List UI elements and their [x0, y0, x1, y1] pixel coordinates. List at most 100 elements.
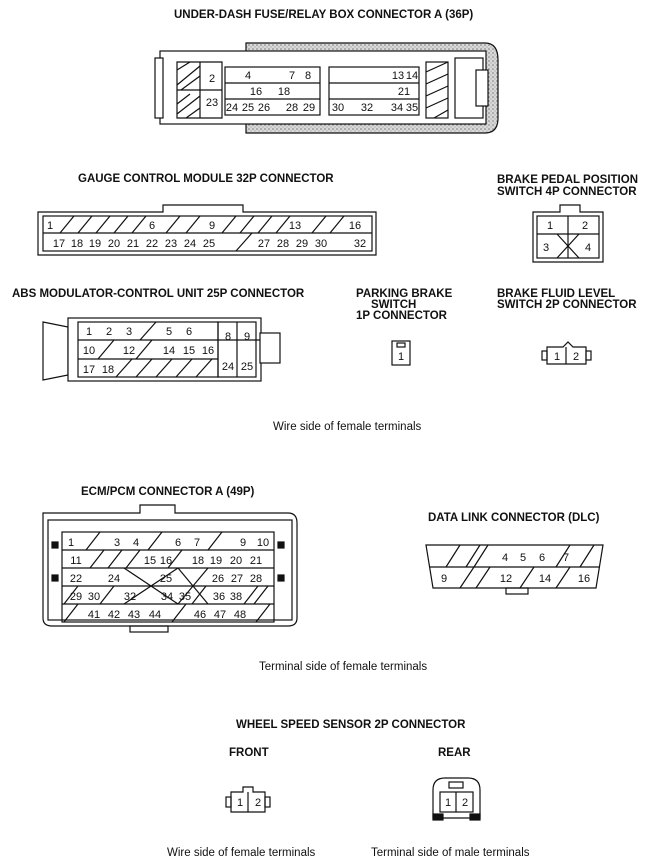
parking-title-3: 1P CONNECTOR [356, 310, 447, 322]
underdash-pin-34: 34 [391, 102, 403, 114]
brake-pedal-title-1: BRAKE PEDAL POSITION [497, 174, 638, 186]
brake-pedal-connector [532, 204, 604, 263]
abs-pin-8: 8 [225, 331, 231, 343]
gauge-pin-9: 9 [209, 220, 215, 232]
ecm-pin-25: 25 [160, 573, 172, 585]
gauge-pin-6: 6 [149, 220, 155, 232]
gauge-pin-30: 30 [315, 238, 327, 250]
underdash-pin-7: 7 [289, 70, 295, 82]
gauge-pin-29: 29 [296, 238, 308, 250]
ecm-pin-1: 1 [68, 537, 74, 549]
dlc-pin-16: 16 [578, 573, 590, 585]
ecm-pin-27: 27 [231, 573, 243, 585]
parking-title-1: PARKING BRAKE [356, 288, 453, 300]
terminal-side-note-1: Terminal side of female terminals [259, 661, 428, 673]
ecm-pin-16: 16 [160, 555, 172, 567]
wheel-front-connector [225, 786, 271, 813]
ecm-pin-18: 18 [192, 555, 204, 567]
abs-pin-2: 2 [106, 326, 112, 338]
dlc-pin-labels: 4 5 6 7 9 12 14 16 [441, 552, 590, 585]
front-label: FRONT [229, 747, 269, 759]
ecm-pin-20: 20 [230, 555, 242, 567]
dlc-connector [425, 544, 604, 595]
abs-pin-1: 1 [86, 326, 92, 338]
terminal-side-note-2: Terminal side of male terminals [371, 847, 530, 859]
wheel-rear-connector [432, 777, 481, 821]
dlc-pin-7: 7 [563, 552, 569, 564]
gauge-pin-28: 28 [277, 238, 289, 250]
underdash-pin-25: 25 [242, 102, 254, 114]
ecm-pin-42: 42 [108, 609, 120, 621]
ecm-pin-4: 4 [133, 537, 139, 549]
abs-pin-9: 9 [244, 331, 250, 343]
abs-title: ABS MODULATOR-CONTROL UNIT 25P CONNECTOR [12, 288, 305, 300]
dlc-pin-4: 4 [502, 552, 508, 564]
underdash-pin-2: 2 [209, 73, 215, 85]
underdash-pin-26: 26 [258, 102, 270, 114]
gauge-pin-18: 18 [71, 238, 83, 250]
ecm-pin-48: 48 [234, 609, 246, 621]
gauge-pin-23: 23 [165, 238, 177, 250]
brake-pedal-pin-labels: 1 2 3 4 [543, 220, 591, 254]
fluid-pin-labels: 1 2 [554, 351, 579, 363]
ecm-pin-30: 30 [88, 591, 100, 603]
ecm-pin-32: 32 [124, 591, 136, 603]
ecm-pin-10: 10 [257, 537, 269, 549]
abs-pin-6: 6 [186, 326, 192, 338]
underdash-pin-13: 13 [392, 70, 404, 82]
fluid-title-2: SWITCH 2P CONNECTOR [497, 299, 637, 311]
abs-pin-24: 24 [222, 361, 234, 373]
ecm-pin-7: 7 [194, 537, 200, 549]
brake_pedal-pin-1: 1 [547, 220, 553, 232]
abs-pin-15: 15 [183, 345, 195, 357]
gauge-pin-24: 24 [184, 238, 196, 250]
ecm-pin-labels: 1 3 4 6 7 9 10 11 15 16 18 19 20 21 22 2… [68, 537, 269, 621]
underdash-pin-14: 14 [406, 70, 418, 82]
abs-pin-3: 3 [126, 326, 132, 338]
ecm-pin-41: 41 [88, 609, 100, 621]
abs-pin-5: 5 [166, 326, 172, 338]
abs-pin-10: 10 [83, 345, 95, 357]
fluid-pin-1: 1 [554, 351, 560, 363]
fluid-connector [541, 341, 592, 365]
gauge-pin-labels: 1 6 9 13 16 17 18 19 20 21 22 23 24 25 2… [47, 220, 366, 250]
ecm-pin-19: 19 [210, 555, 222, 567]
dlc-pin-14: 14 [539, 573, 551, 585]
ecm-pin-46: 46 [194, 609, 206, 621]
underdash-connector [154, 42, 499, 134]
fluid-pin-2: 2 [573, 351, 579, 363]
underdash-pin-labels: 2 23 4 7 8 16 18 24 25 26 28 29 13 14 21… [206, 70, 418, 114]
ecm-pin-36: 36 [213, 591, 225, 603]
abs-pin-18: 18 [102, 364, 114, 376]
wheel-rear-pin-labels: 1 2 [445, 797, 468, 809]
gauge-title: GAUGE CONTROL MODULE 32P CONNECTOR [78, 173, 334, 185]
underdash-pin-32: 32 [361, 102, 373, 114]
abs-pin-16: 16 [202, 345, 214, 357]
abs-pin-17: 17 [83, 364, 95, 376]
ecm-pin-28: 28 [250, 573, 262, 585]
rear-label: REAR [438, 747, 471, 759]
wire-side-note-1: Wire side of female terminals [273, 421, 422, 433]
gauge-pin-22: 22 [146, 238, 158, 250]
gauge-connector [37, 204, 377, 256]
ecm-pin-11: 11 [70, 555, 81, 567]
dlc-title: DATA LINK CONNECTOR (DLC) [428, 512, 600, 524]
ecm-connector [42, 504, 298, 633]
parking-pin-label: 1 [398, 351, 404, 363]
wheel_rear-pin-2: 2 [462, 797, 468, 809]
ecm-pin-6: 6 [175, 537, 181, 549]
parking-connector [391, 340, 411, 366]
abs-connector [42, 317, 281, 382]
ecm-pin-3: 3 [114, 537, 120, 549]
underdash-pin-21: 21 [398, 86, 410, 98]
ecm-title: ECM/PCM CONNECTOR A (49P) [81, 486, 255, 498]
wheel_front-pin-1: 1 [237, 797, 243, 809]
underdash-pin-35: 35 [406, 102, 418, 114]
underdash-pin-18: 18 [278, 86, 290, 98]
ecm-pin-24: 24 [108, 573, 120, 585]
fluid-title-1: BRAKE FLUID LEVEL [497, 288, 616, 300]
gauge-pin-20: 20 [108, 238, 120, 250]
wheel-front-pin-labels: 1 2 [237, 797, 261, 809]
dlc-pin-12: 12 [500, 573, 512, 585]
